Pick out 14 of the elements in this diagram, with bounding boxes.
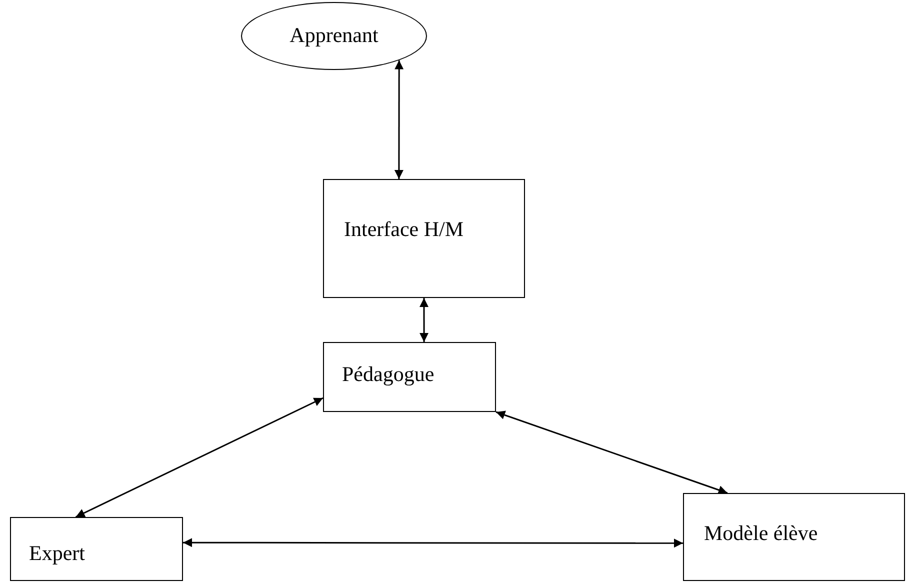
process-box xyxy=(323,179,525,298)
process-box xyxy=(683,493,905,581)
double-arrow xyxy=(420,298,429,342)
node-label: Interface H/M xyxy=(344,218,464,242)
node-label: Pédagogue xyxy=(342,363,434,386)
process-box xyxy=(10,517,183,581)
double-arrow xyxy=(183,538,683,548)
double-arrow xyxy=(496,410,728,494)
double-arrow xyxy=(75,397,324,518)
node-label: Expert xyxy=(29,542,85,566)
node-label: Modèle élève xyxy=(704,522,818,546)
process-box xyxy=(323,342,496,412)
node-label: Apprenant xyxy=(290,24,378,48)
double-arrow xyxy=(394,60,404,179)
